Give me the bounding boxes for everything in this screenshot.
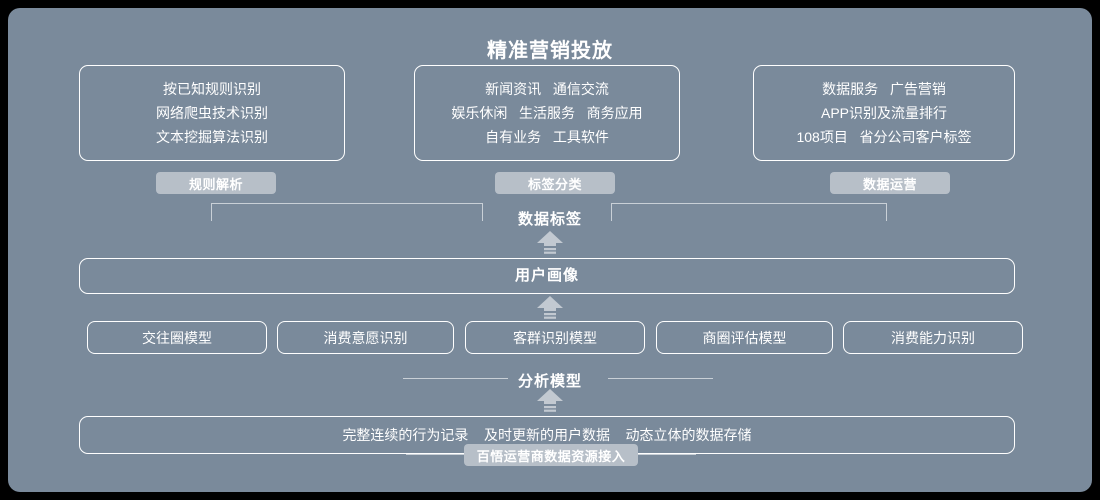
box-line: 文本挖掘算法识别	[156, 129, 268, 145]
data-source-text: 完整连续的行为记录 及时更新的用户数据 动态立体的数据存储	[342, 427, 752, 443]
box-line: 网络爬虫技术识别	[156, 105, 268, 121]
connector-bracket-left	[211, 203, 483, 221]
source-box-rule-parsing[interactable]: 按已知规则识别 网络爬虫技术识别 文本挖掘算法识别	[79, 65, 345, 161]
connector-line-bottom-left	[406, 454, 468, 455]
connector-line-model-right	[608, 378, 713, 379]
pill-data-operations[interactable]: 数据运营	[830, 172, 950, 194]
user-portrait-bar[interactable]: 用户画像	[79, 258, 1015, 294]
connector-line-bottom-right	[634, 454, 696, 455]
box-line: 新闻资讯 通信交流	[485, 81, 609, 97]
model-box-0[interactable]: 交往圈模型	[87, 321, 267, 354]
diagram-canvas: 精准营销投放 按已知规则识别 网络爬虫技术识别 文本挖掘算法识别 新闻资讯 通信…	[8, 8, 1092, 492]
model-box-4[interactable]: 消费能力识别	[843, 321, 1023, 354]
connector-line-model-left	[403, 378, 508, 379]
box-line: APP识别及流量排行	[820, 105, 947, 121]
page-title: 精准营销投放	[487, 40, 613, 62]
source-box-tag-classification[interactable]: 新闻资讯 通信交流 娱乐休闲 生活服务 商务应用 自有业务 工具软件	[414, 65, 680, 161]
up-arrow-icon-user-portrait	[537, 296, 563, 319]
section-label-data-tag: 数据标签	[517, 211, 582, 228]
section-label-analysis-model: 分析模型	[517, 373, 582, 390]
box-line: 按已知规则识别	[163, 81, 261, 97]
connector-bracket-right	[611, 203, 887, 221]
up-arrow-icon-analysis-model	[537, 389, 563, 412]
pill-tag-classification[interactable]: 标签分类	[495, 172, 615, 194]
box-line: 108项目 省分公司客户标签	[796, 129, 972, 145]
source-box-data-operations[interactable]: 数据服务 广告营销 APP识别及流量排行 108项目 省分公司客户标签	[753, 65, 1015, 161]
up-arrow-icon-data-tag	[537, 231, 563, 254]
box-line: 数据服务 广告营销	[822, 81, 946, 97]
box-line: 娱乐休闲 生活服务 商务应用	[451, 105, 643, 121]
pill-rule-parsing[interactable]: 规则解析	[156, 172, 276, 194]
model-box-3[interactable]: 商圈评估模型	[656, 321, 833, 354]
model-box-1[interactable]: 消费意愿识别	[277, 321, 454, 354]
user-portrait-label: 用户画像	[514, 267, 579, 284]
model-box-2[interactable]: 客群识别模型	[465, 321, 645, 354]
box-line: 自有业务 工具软件	[485, 129, 609, 145]
pill-operator-data-access[interactable]: 百悟运营商数据资源接入	[464, 444, 638, 466]
